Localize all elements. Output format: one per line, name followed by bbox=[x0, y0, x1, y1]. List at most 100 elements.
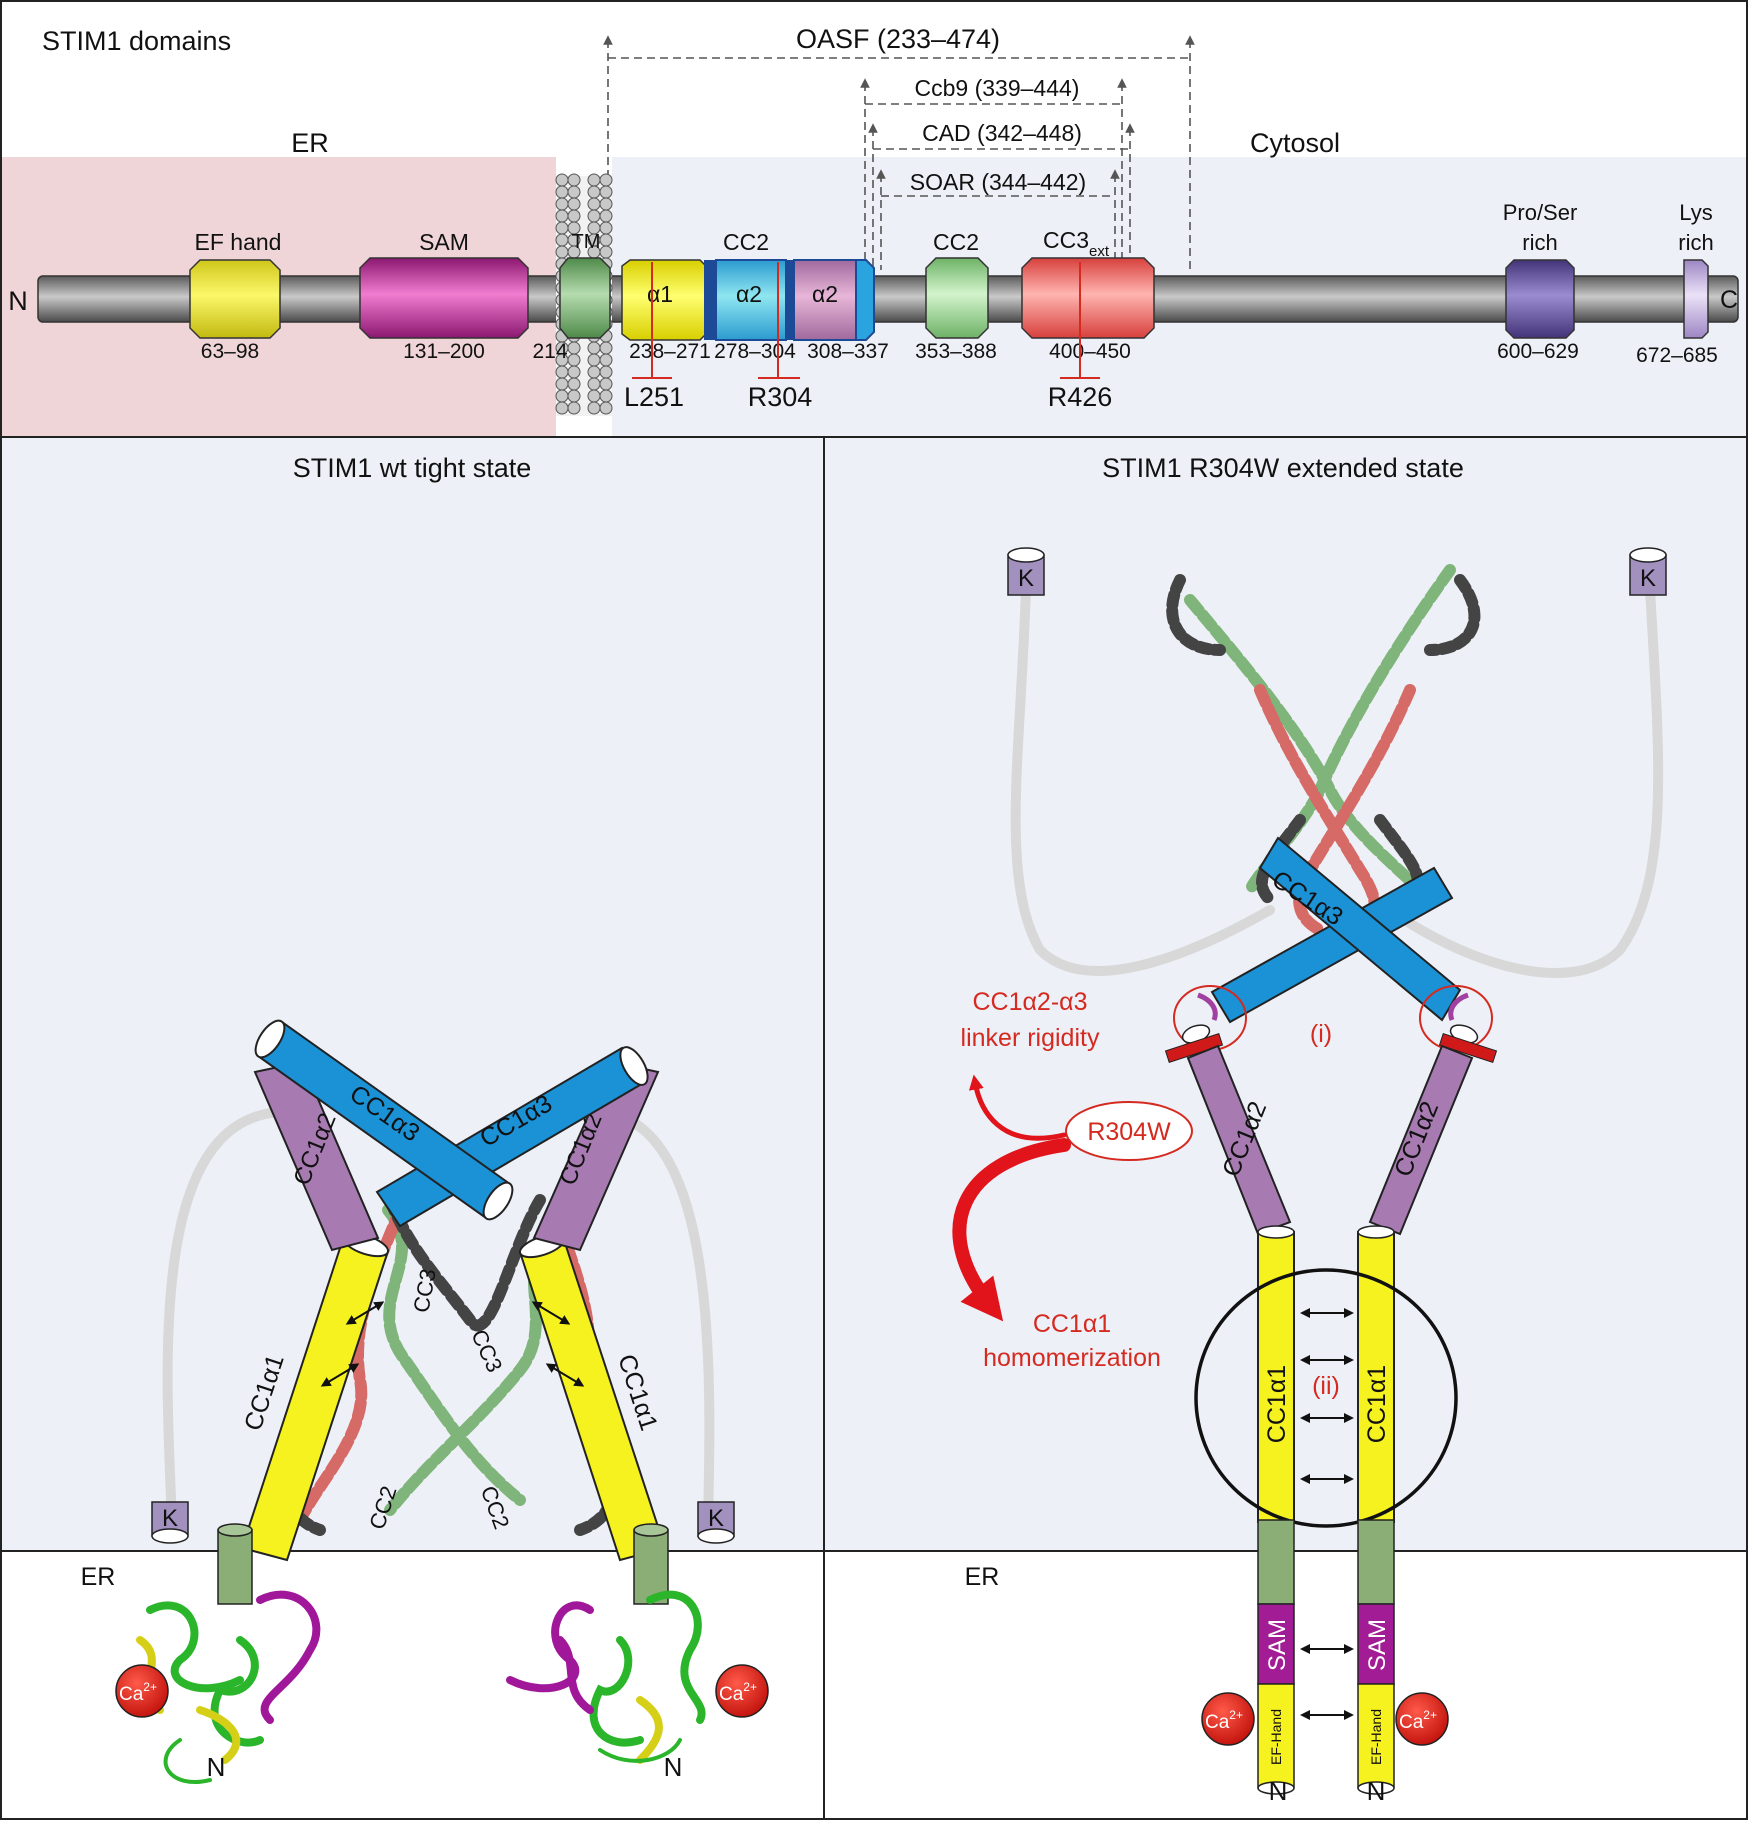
right-rigid-linker-left bbox=[1164, 1033, 1224, 1063]
mutation-markers bbox=[632, 262, 1100, 379]
alpha2b-label: α2 bbox=[812, 281, 838, 307]
left-tm-right-cap bbox=[633, 1523, 669, 1537]
right-calcium-ion-left bbox=[1201, 1692, 1255, 1746]
alpha1-label: α1 bbox=[647, 281, 673, 307]
right-sam-right bbox=[1357, 1603, 1395, 1685]
lipid-bead bbox=[599, 209, 613, 223]
n-terminus-label: N bbox=[8, 286, 28, 316]
right-ef-left-cap bbox=[1257, 1781, 1295, 1795]
left-calcium-ion-left bbox=[115, 1664, 169, 1718]
lipid-bead bbox=[599, 197, 613, 211]
right-sam-right-label: SAM bbox=[1364, 1619, 1391, 1671]
lipid-bead bbox=[587, 209, 601, 223]
left-er-label: ER bbox=[81, 1563, 116, 1591]
lipid-bead bbox=[567, 173, 581, 187]
lipid-bead bbox=[567, 377, 581, 391]
r304w-badge bbox=[1065, 1101, 1193, 1161]
right-cc1a1-right-label: CC1α1 bbox=[1363, 1365, 1391, 1443]
pro-ser-rich-domain bbox=[1505, 259, 1575, 339]
left-n-label-left: N bbox=[207, 1752, 226, 1782]
lipid-bead bbox=[567, 197, 581, 211]
lipid-bead bbox=[599, 245, 613, 259]
right-er-label: ER bbox=[965, 1563, 1000, 1591]
right-cc1a1-left-cap bbox=[1257, 1225, 1295, 1239]
lipid-bead bbox=[555, 365, 569, 379]
left-cc1a3-back-cap bbox=[619, 1046, 649, 1086]
tm-label: TM bbox=[572, 231, 601, 253]
right-k-label-right: K bbox=[1640, 565, 1656, 592]
alpha2a-label: α2 bbox=[736, 281, 762, 307]
cc1-linker-b bbox=[786, 260, 794, 340]
lipid-bead bbox=[587, 173, 601, 187]
lipid-bead bbox=[599, 185, 613, 199]
cytosol-label: Cytosol bbox=[1250, 128, 1340, 158]
lipid-bead bbox=[599, 389, 613, 403]
lipid-bead bbox=[587, 197, 601, 211]
r426-label: R426 bbox=[1048, 382, 1113, 412]
left-interaction-arrows bbox=[320, 1301, 585, 1387]
right-interaction-arrows bbox=[1300, 1308, 1354, 1720]
right-cc1a1-right-cap bbox=[1357, 1225, 1395, 1239]
lipid-bead bbox=[555, 377, 569, 391]
lipid-bead bbox=[567, 353, 581, 367]
right-ef-left bbox=[1257, 1683, 1295, 1789]
lipid-bead bbox=[555, 401, 569, 415]
l251-label: L251 bbox=[624, 382, 684, 412]
lipid-bead bbox=[587, 401, 601, 415]
tm-position: 214 bbox=[532, 340, 567, 363]
sam-label: SAM bbox=[419, 229, 469, 255]
lipid-bead bbox=[587, 353, 601, 367]
cc3-label: CC3ext bbox=[1043, 227, 1110, 260]
mechanism-arrows bbox=[952, 1074, 1071, 1322]
cc1-linker-a bbox=[704, 260, 718, 340]
lipid-bead bbox=[587, 185, 601, 199]
ef-hand-label: EF hand bbox=[195, 229, 282, 255]
alpha1-range: 238–271 bbox=[629, 340, 711, 363]
lipid-bead bbox=[567, 365, 581, 379]
right-cc1a3-front-helix bbox=[1258, 836, 1462, 1022]
figure-title: STIM1 domains bbox=[42, 26, 231, 56]
cc1-alpha3-cap bbox=[855, 259, 875, 341]
left-panel-title: STIM1 wt tight state bbox=[293, 453, 532, 483]
lipid-bead bbox=[587, 341, 601, 355]
lipid-bead bbox=[567, 185, 581, 199]
pro-ser-range: 600–629 bbox=[1497, 340, 1579, 363]
left-calcium-ion-right bbox=[715, 1664, 769, 1718]
right-sam-left-label: SAM bbox=[1264, 1619, 1291, 1671]
right-k-label-left: K bbox=[1018, 565, 1034, 592]
left-panel-cytosol bbox=[0, 436, 825, 1552]
ccb9-label: Ccb9 (339–444) bbox=[915, 75, 1080, 101]
right-n-label-left: N bbox=[1269, 1776, 1288, 1806]
right-ca-label-left: Ca2+ bbox=[1205, 1708, 1243, 1733]
r304w-label: R304W bbox=[1087, 1118, 1171, 1146]
right-homomer-circle bbox=[1194, 1268, 1458, 1528]
right-k-cylinder-right bbox=[1629, 547, 1667, 596]
linker-rigidity-label-2: linker rigidity bbox=[961, 1024, 1100, 1052]
lipid-bead bbox=[587, 389, 601, 403]
right-n-label-right: N bbox=[1367, 1776, 1386, 1806]
right-ef-left-label: EF-Hand bbox=[1268, 1709, 1284, 1765]
lipid-bead bbox=[599, 353, 613, 367]
lipid-bead bbox=[599, 401, 613, 415]
cc3ext-domain bbox=[1021, 257, 1155, 339]
lipid-bead bbox=[567, 209, 581, 223]
right-ef-right-label: EF-Hand bbox=[1368, 1709, 1384, 1765]
left-luminal-domain-right bbox=[506, 1590, 706, 1764]
left-cc1a3-front-end bbox=[482, 1181, 514, 1221]
cc3-range: 400–450 bbox=[1049, 340, 1131, 363]
right-tm-right bbox=[1357, 1519, 1395, 1605]
lipid-bead bbox=[555, 245, 569, 259]
left-k-label-right: K bbox=[708, 1505, 724, 1532]
lys-label-2: rich bbox=[1678, 230, 1713, 255]
right-cc1a2-right-helix bbox=[1368, 1044, 1474, 1236]
lipid-bead bbox=[599, 377, 613, 391]
homomerization-label-1: CC1α1 bbox=[1033, 1310, 1111, 1338]
left-ca-label-left: Ca2+ bbox=[119, 1680, 157, 1705]
lipid-bead bbox=[587, 365, 601, 379]
lipid-bead bbox=[555, 197, 569, 211]
lipid-bead bbox=[555, 173, 569, 187]
lipid-bead bbox=[567, 389, 581, 403]
lipid-bead bbox=[567, 401, 581, 415]
right-ef-right bbox=[1357, 1683, 1395, 1789]
